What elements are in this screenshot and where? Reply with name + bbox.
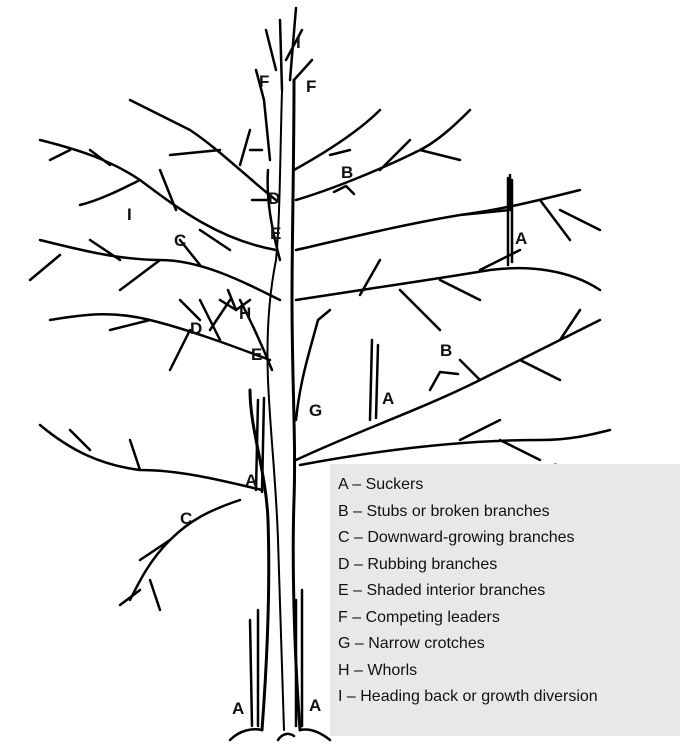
label-f-left: F — [259, 73, 269, 90]
label-g: G — [309, 402, 322, 419]
label-a-bottom-left: A — [232, 700, 244, 717]
branch-upper-right — [294, 110, 470, 200]
legend-item-b: B – Stubs or broken branches — [338, 499, 680, 526]
label-f-right: F — [306, 78, 316, 95]
trunk-inner — [267, 90, 284, 730]
branch-right-mid — [296, 175, 600, 250]
label-e-lower: E — [251, 346, 262, 363]
legend-item-a: A – Suckers — [338, 472, 680, 499]
branch-right-lower — [296, 250, 600, 330]
label-h: H — [239, 305, 251, 322]
legend-item-c: C – Downward-growing branches — [338, 525, 680, 552]
label-c-upper: C — [174, 232, 186, 249]
sucker-center — [370, 340, 378, 420]
legend-item-f: F – Competing leaders — [338, 605, 680, 632]
branch-left-bottom — [40, 425, 262, 490]
branch-left-mid — [30, 240, 280, 300]
label-a-left-mid: A — [245, 472, 257, 489]
legend-item-g: G – Narrow crotches — [338, 631, 680, 658]
label-b-lower: B — [440, 342, 452, 359]
branch-right-long — [296, 310, 600, 460]
stub-b2 — [430, 372, 458, 390]
branch-upper-left — [40, 140, 276, 250]
label-a-right: A — [515, 230, 527, 247]
sucker-left — [250, 610, 258, 726]
label-i-top: I — [296, 34, 301, 51]
label-a-bottom-right: A — [309, 697, 321, 714]
legend-item-e: E – Shaded interior branches — [338, 578, 680, 605]
label-e-upper: E — [270, 225, 281, 242]
branch-right-bottom — [300, 420, 610, 465]
legend-item-h: H – Whorls — [338, 658, 680, 685]
label-c-lower: C — [180, 510, 192, 527]
rubbing-branch-d2 — [180, 300, 230, 330]
legend-item-d: D – Rubbing branches — [338, 552, 680, 579]
label-i-left: I — [127, 206, 132, 223]
label-d-lower: D — [190, 320, 202, 337]
branch-upper-mid-left — [130, 100, 276, 200]
label-b-upper: B — [341, 164, 353, 181]
label-a-center: A — [382, 390, 394, 407]
root-base — [230, 729, 330, 740]
label-d-upper: D — [268, 190, 280, 207]
legend-item-i: I – Heading back or growth diversion — [338, 684, 680, 711]
legend-box: A – Suckers B – Stubs or broken branches… — [330, 464, 680, 736]
